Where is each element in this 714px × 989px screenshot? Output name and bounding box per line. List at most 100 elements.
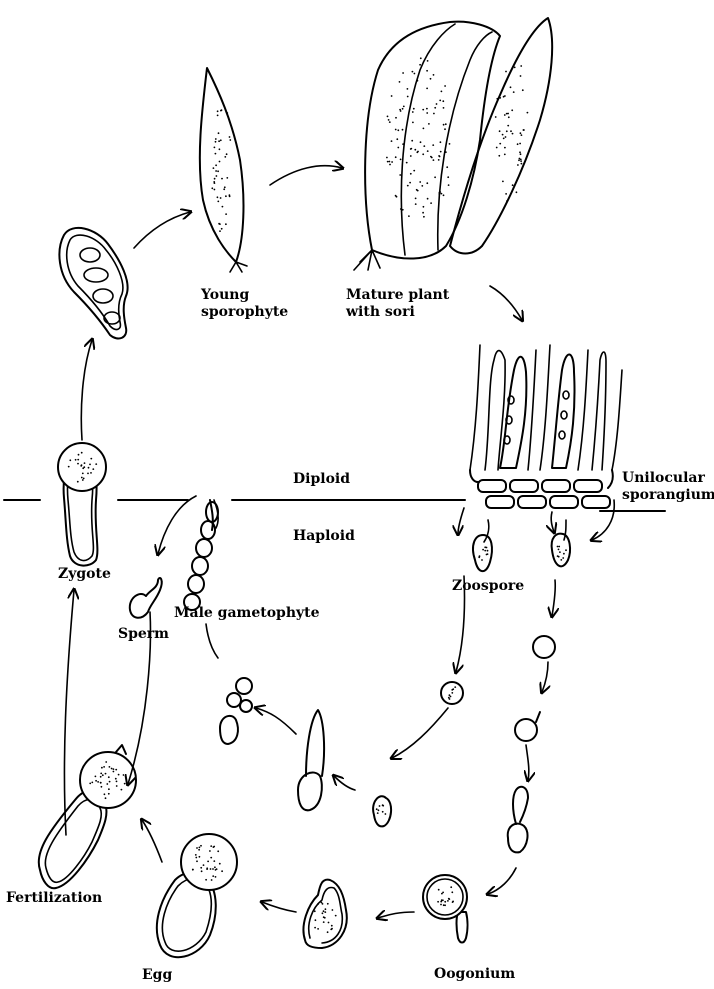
stipple-dot xyxy=(562,557,564,559)
stipple-dot xyxy=(213,846,215,848)
stipple-dot xyxy=(77,481,79,483)
stipple-dot xyxy=(200,867,202,869)
stipple-dot xyxy=(412,71,414,73)
stipple-dot xyxy=(77,459,79,461)
stipple-dot xyxy=(558,556,560,558)
stipple-dot xyxy=(426,70,428,72)
stipple-dot xyxy=(218,140,220,142)
stipple-dot xyxy=(223,188,225,190)
stipple-dot xyxy=(82,479,84,481)
stipple-dot xyxy=(214,189,216,191)
young-sporophyte-drawing xyxy=(200,68,247,272)
stipple-dot xyxy=(450,696,452,698)
stipple-dot xyxy=(397,147,399,149)
stipple-dot xyxy=(226,153,228,155)
stipple-dot xyxy=(229,139,231,141)
stipple-dot xyxy=(426,88,428,90)
stipple-dot xyxy=(101,786,103,788)
stipple-dot xyxy=(215,138,217,140)
stipple-dot xyxy=(427,60,429,62)
stipple-dot xyxy=(225,213,227,215)
stipple-dot xyxy=(330,929,332,931)
stipple-dot xyxy=(327,931,329,933)
stipple-dot xyxy=(323,916,325,918)
stipple-dot xyxy=(414,149,416,151)
stipple-dot xyxy=(391,140,393,142)
stipple-dot xyxy=(507,125,509,127)
stipple-dot xyxy=(317,928,319,930)
stipple-dot xyxy=(78,454,80,456)
stipple-dot xyxy=(212,875,214,877)
stipple-dot xyxy=(200,845,202,847)
stipple-dot xyxy=(217,110,219,112)
stipple-dot xyxy=(451,891,453,893)
stipple-dot xyxy=(81,464,83,466)
stipple-dot xyxy=(512,184,514,186)
stipple-dot xyxy=(434,176,436,178)
stipple-dot xyxy=(84,462,86,464)
stipple-dot xyxy=(430,156,432,158)
stipple-dot xyxy=(195,857,197,859)
stipple-dot xyxy=(214,178,216,180)
stipple-dot xyxy=(377,812,379,814)
stipple-dot xyxy=(69,459,71,461)
egg-release-drawing xyxy=(303,880,346,948)
stipple-dot xyxy=(108,776,110,778)
stipple-dot xyxy=(516,191,518,193)
stipple-dot xyxy=(445,151,447,153)
stipple-dot xyxy=(83,478,85,480)
stipple-dot xyxy=(327,903,329,905)
stipple-dot xyxy=(103,766,105,768)
stipple-dot xyxy=(410,173,412,175)
mature-plant-drawing xyxy=(354,18,552,270)
stipple-dot xyxy=(433,159,435,161)
stipple-dot xyxy=(116,785,118,787)
stipple-dot xyxy=(105,797,107,799)
stipple-dot xyxy=(407,88,409,90)
stipple-dot xyxy=(411,140,413,142)
stipple-dot xyxy=(433,113,435,115)
stipple-dot xyxy=(217,196,219,198)
stipple-dot xyxy=(430,202,432,204)
stipple-dot xyxy=(387,161,389,163)
stipple-dot xyxy=(396,138,398,140)
stipple-dot xyxy=(397,129,399,131)
stipple-dot xyxy=(487,553,489,555)
stipple-dot xyxy=(219,223,221,225)
stipple-dot xyxy=(215,876,217,878)
stipple-dot xyxy=(522,89,524,91)
stipple-dot xyxy=(203,864,205,866)
stipple-dot xyxy=(557,546,559,548)
stipple-dot xyxy=(441,91,443,93)
stipple-dot xyxy=(443,124,445,126)
stipple-dot xyxy=(212,868,214,870)
germinating-zygote-drawing xyxy=(59,228,127,339)
stipple-dot xyxy=(83,466,85,468)
stipple-dot xyxy=(441,193,443,195)
stipple-dot xyxy=(452,901,454,903)
stipple-dot xyxy=(220,197,222,199)
stipple-dot xyxy=(331,925,333,927)
stipple-dot xyxy=(419,181,421,183)
stipple-dot xyxy=(82,473,84,475)
stipple-dot xyxy=(400,208,402,210)
stipple-dot xyxy=(520,132,522,134)
stipple-dot xyxy=(81,477,83,479)
stipple-dot xyxy=(406,162,408,164)
stipple-dot xyxy=(415,198,417,200)
stipple-dot xyxy=(503,96,505,98)
stipple-dot xyxy=(423,206,425,208)
stipple-dot xyxy=(437,901,439,903)
stipple-dot xyxy=(109,766,111,768)
stipple-dot xyxy=(430,78,432,80)
oogonium-drawing xyxy=(423,875,468,943)
stipple-dot xyxy=(439,100,441,102)
stipple-dot xyxy=(118,774,120,776)
stipple-dot xyxy=(403,106,405,108)
stipple-dot xyxy=(105,773,107,775)
stipple-dot xyxy=(402,72,404,74)
stipple-dot xyxy=(447,176,449,178)
stipple-dot xyxy=(512,133,514,135)
stipple-dot xyxy=(521,134,523,136)
stipple-dot xyxy=(325,908,327,910)
